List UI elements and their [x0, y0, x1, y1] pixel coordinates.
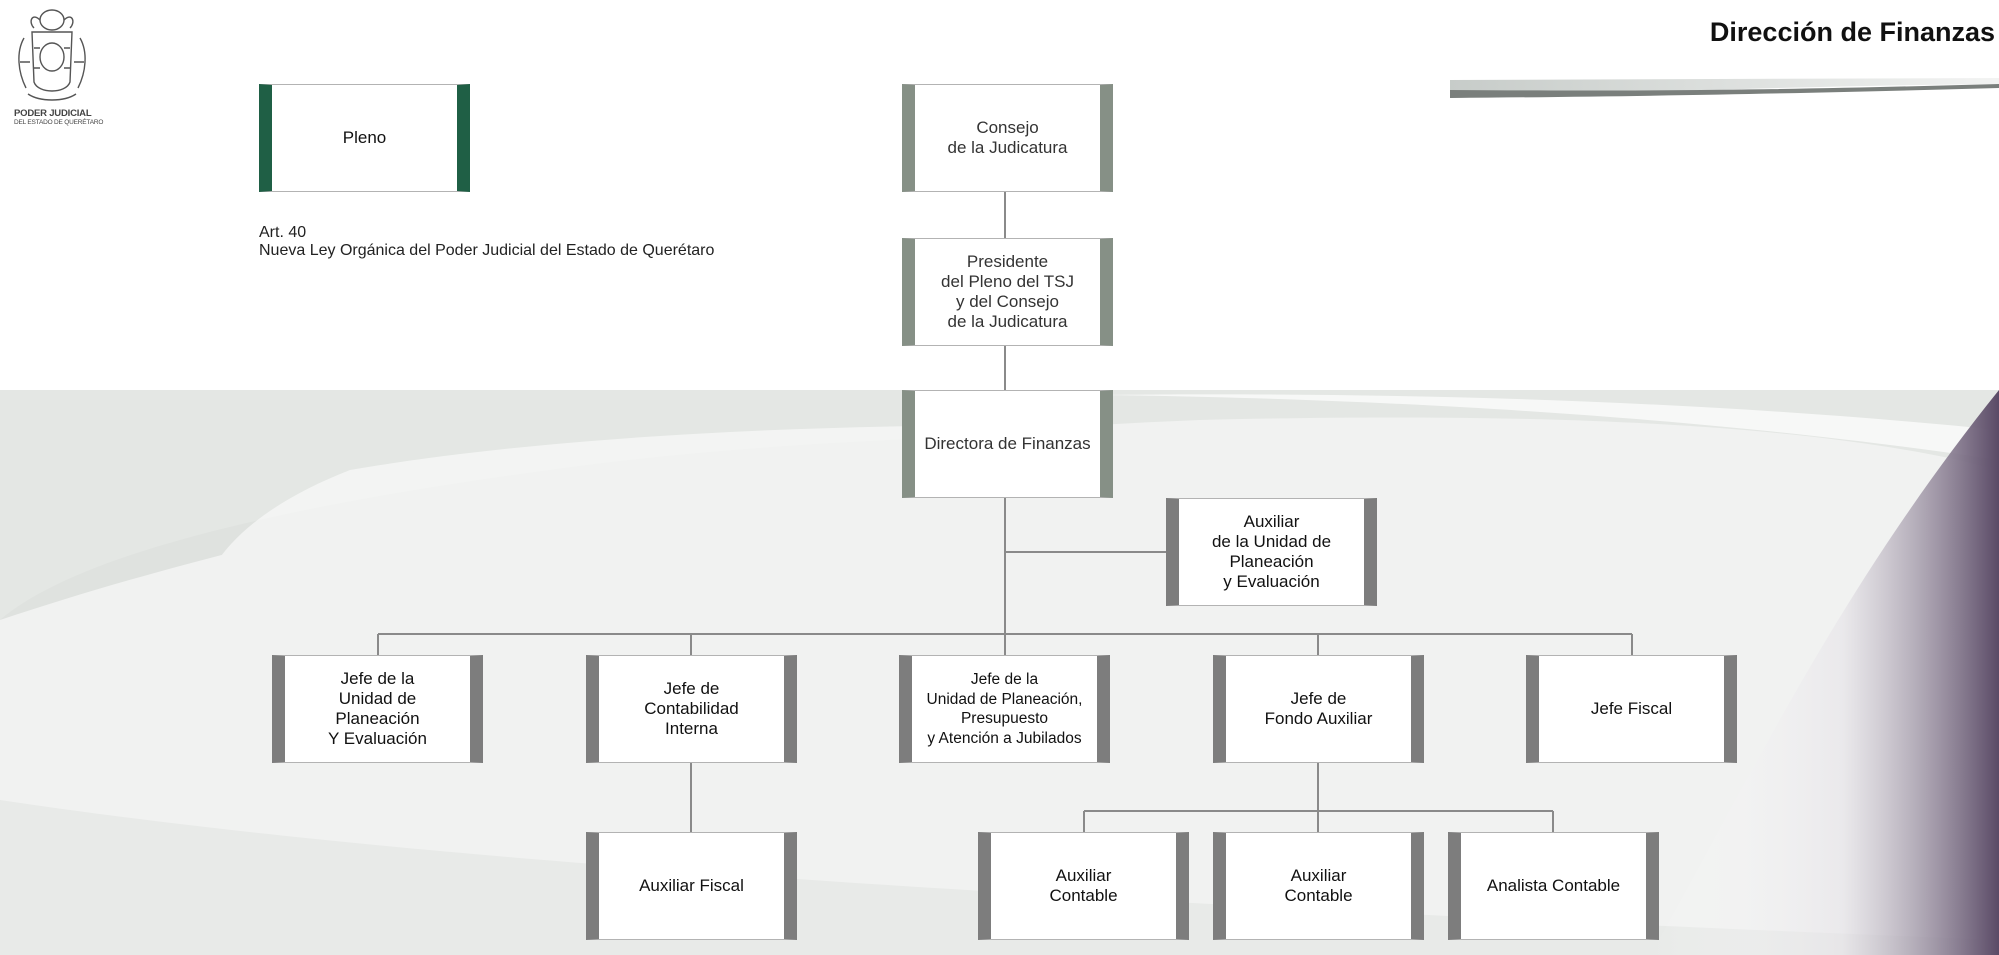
org-box-consejo: Consejo de la Judicatura — [902, 84, 1113, 192]
coat-of-arms-logo — [18, 9, 86, 101]
logo-text-line2: DEL ESTADO DE QUERÉTARO — [14, 119, 104, 126]
logo-text-line1: PODER JUDICIAL — [14, 108, 92, 119]
org-box-jefe-fondo: Jefe de Fondo Auxiliar — [1213, 655, 1424, 763]
org-box-jefe-presupuesto: Jefe de la Unidad de Planeación, Presupu… — [899, 655, 1110, 763]
org-box-directora: Directora de Finanzas — [902, 390, 1113, 498]
org-box-jefe-unidad-planeacion: Jefe de la Unidad de Planeación Y Evalua… — [272, 655, 483, 763]
org-box-auxiliar-contable-2: Auxiliar Contable — [1213, 832, 1424, 940]
org-box-auxiliar-fiscal: Auxiliar Fiscal — [586, 832, 797, 940]
reference-law: Nueva Ley Orgánica del Poder Judicial de… — [259, 242, 715, 259]
reference-article: Art. 40 — [259, 224, 307, 241]
org-box-auxiliar-planeacion: Auxiliar de la Unidad de Planeación y Ev… — [1166, 498, 1377, 606]
org-box-presidente: Presidente del Pleno del TSJ y del Conse… — [902, 238, 1113, 346]
org-box-jefe-contabilidad: Jefe de Contabilidad Interna — [586, 655, 797, 763]
org-box-auxiliar-contable-1: Auxiliar Contable — [978, 832, 1189, 940]
page-title: Dirección de Finanzas — [1709, 17, 1995, 47]
org-box-analista-contable: Analista Contable — [1448, 832, 1659, 940]
org-box-jefe-fiscal: Jefe Fiscal — [1526, 655, 1737, 763]
org-box-pleno: Pleno — [259, 84, 470, 192]
